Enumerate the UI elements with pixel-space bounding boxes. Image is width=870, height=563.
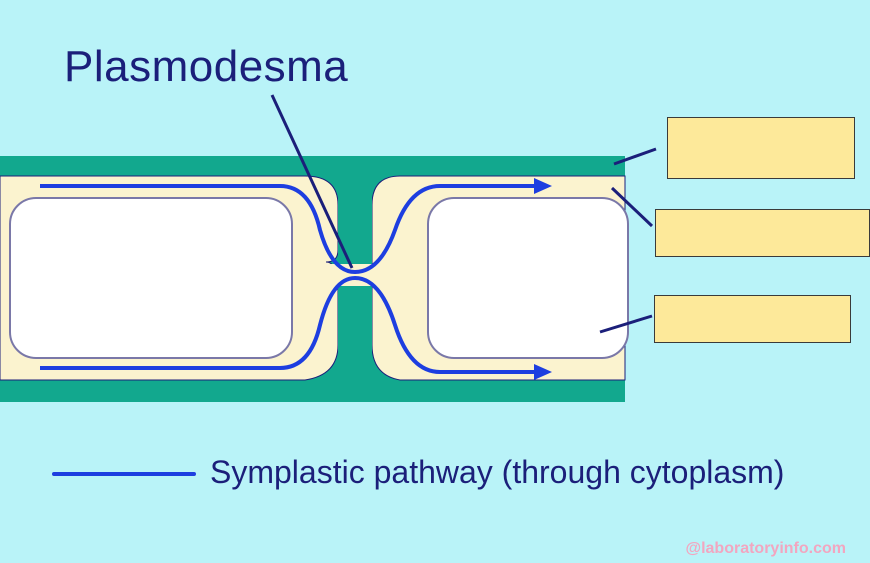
plasmodesma-pointer xyxy=(270,94,354,269)
label-box-2[interactable] xyxy=(655,209,870,257)
pointer-line-3 xyxy=(599,314,653,334)
legend-text: Symplastic pathway (through cytoplasm) xyxy=(210,454,785,490)
label-box-3[interactable] xyxy=(654,295,851,343)
pointer-line-1 xyxy=(613,147,657,166)
arrowhead-bottom xyxy=(534,364,552,380)
watermark: @laboratoryinfo.com xyxy=(685,540,846,557)
pointer-line-2 xyxy=(610,186,654,228)
arrowhead-top xyxy=(534,178,552,194)
right-vacuole xyxy=(427,197,629,359)
pathway-arrow-top xyxy=(40,184,540,275)
diagram-title: Plasmodesma xyxy=(64,42,349,91)
left-vacuole xyxy=(9,197,293,359)
pathway-arrow-bottom xyxy=(40,275,540,374)
legend-line xyxy=(52,472,196,476)
label-box-1[interactable] xyxy=(667,117,855,179)
